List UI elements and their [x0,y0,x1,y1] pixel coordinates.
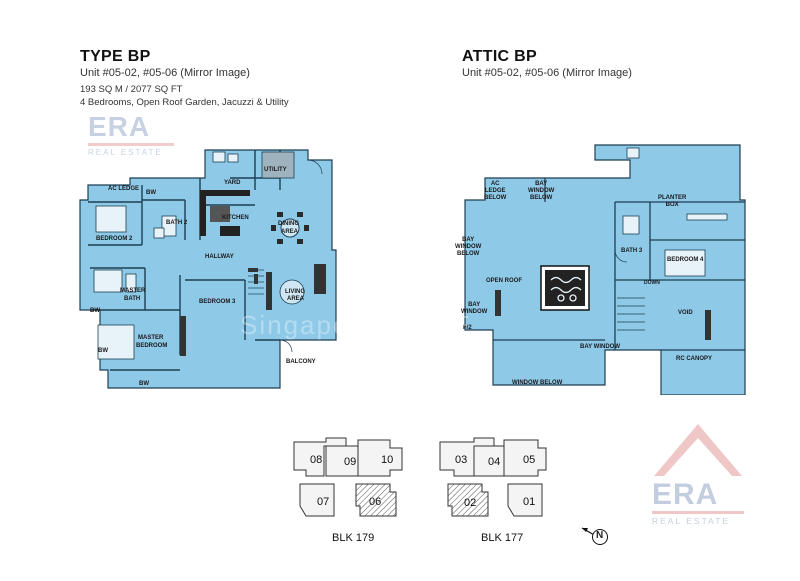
blk179-label: BLK 179 [332,532,375,544]
keyplan-blk179 [293,437,403,517]
unit-03: 03 [455,454,468,466]
blk177-label: BLK 177 [481,532,524,544]
unit-08: 08 [310,454,323,466]
room-dining: DINING [278,221,299,227]
right-plan-unit: Unit #05-02, #05-06 (Mirror Image) [462,67,632,79]
room-bedroom-3: BEDROOM 3 [199,299,236,305]
left-plan-unit: Unit #05-02, #05-06 (Mirror Image) [80,67,250,79]
room-bedroom-4: BEDROOM 4 [667,257,704,263]
room-bw-3: BW [139,381,149,387]
watermark: Singapore HOME [240,310,472,340]
room-void: VOID [678,310,693,316]
unit-06-highlighted: 06 [369,496,382,508]
left-plan-title: TYPE BP [80,48,151,65]
era-logo-bottom: ERA REAL ESTATE [652,418,744,526]
room-kitchen: KITCHEN [222,215,249,221]
room-bay-window-bottom: BAY WINDOW [580,344,621,350]
room-hallway: HALLWAY [205,254,234,260]
room-bedroom-2: BEDROOM 2 [96,236,133,242]
era-roof-icon [654,424,742,476]
room-ac-ledge: AC LEDGE [108,186,140,192]
unit-01: 01 [523,496,536,508]
unit-09: 09 [344,456,357,468]
north-label: N [596,530,604,541]
left-plan-description: 4 Bedrooms, Open Roof Garden, Jacuzzi & … [80,97,289,108]
room-master-bath-a: MASTER [120,288,146,294]
room-living-a: LIVING [285,289,306,295]
room-bay-window-left: BAY WINDOW [461,302,488,315]
room-rc-canopy: RC CANOPY [676,356,713,362]
room-yard: YARD [224,180,241,186]
room-down: DOWN [644,280,660,286]
unit-05: 05 [523,454,536,466]
room-window-below: WINDOW BELOW [512,380,563,386]
room-bay-window-below-left: BAY WINDOW BELOW [455,237,482,257]
room-bw-1: BW [146,190,156,196]
room-living-b: AREA [287,296,305,302]
type-bp-floor-plan [79,149,337,389]
right-plan-title: ATTIC BP [462,48,537,65]
room-utility: UTILITY [264,167,287,173]
room-master-bedroom-b: BEDROOM [136,343,168,349]
room-bw-4: BW [98,348,108,354]
room-dining-area: AREA [281,229,299,235]
room-bath-3: BATH 3 [621,248,643,254]
room-f2: F/2 [463,325,472,331]
unit-07: 07 [317,496,330,508]
unit-10: 10 [381,454,394,466]
room-planter-box: PLANTER BOX [658,195,687,208]
room-bay-window-below-top: BAY WINDOW BELOW [528,181,555,201]
room-balcony: BALCONY [286,359,316,365]
unit-02-highlighted: 02 [464,497,477,509]
room-master-bath-b: BATH [124,296,141,302]
north-arrow-icon: N [580,524,610,546]
room-ac-ledge-below: AC LEDGE BELOW [484,181,507,201]
era-logo-top: ERA REAL ESTATE [88,112,174,157]
room-open-roof: OPEN ROOF [486,278,523,284]
left-plan-area: 193 SQ M / 2077 SQ FT [80,84,183,95]
unit-04: 04 [488,456,501,468]
attic-bp-floor-plan [464,144,746,395]
room-master-bedroom-a: MASTER [138,335,164,341]
room-bath-2: BATH 2 [166,220,188,226]
room-bw-2: BW [90,308,100,314]
keyplan-blk177 [439,437,547,517]
